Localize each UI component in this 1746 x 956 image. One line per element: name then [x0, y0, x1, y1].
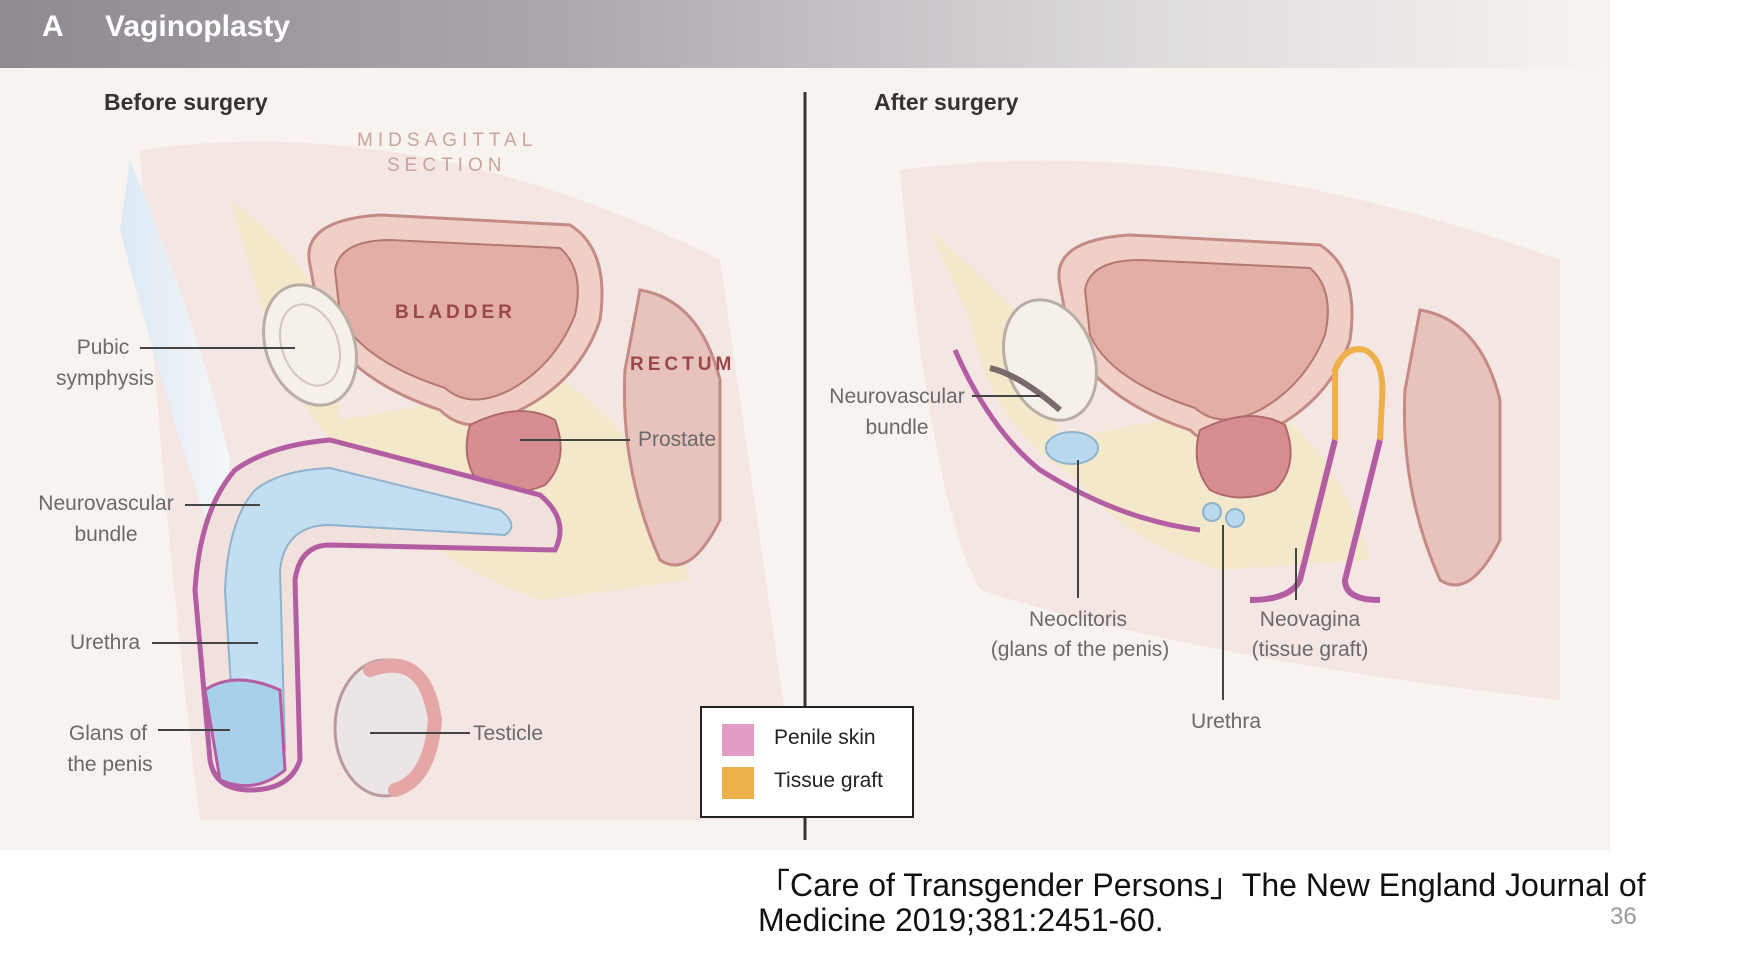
- panel-title: Vaginoplasty: [105, 10, 291, 43]
- prostate-after: [1195, 415, 1292, 499]
- urethra-opening: [1202, 502, 1222, 522]
- prostate-label: Prostate: [638, 428, 717, 451]
- glans-label-line1: Glans of: [68, 722, 148, 745]
- neovagina-tissue-graft: [1332, 346, 1386, 441]
- testicle-label: Testicle: [473, 722, 544, 745]
- bladder-label: BLADDER: [395, 302, 516, 323]
- before-anatomy: [120, 141, 800, 820]
- glans: [203, 678, 287, 788]
- legend-label: Tissue graft: [774, 769, 883, 792]
- urethra-label: Urethra: [69, 631, 141, 654]
- neovagina-skin-front: [1249, 439, 1338, 603]
- leader-lines: [140, 347, 1297, 734]
- neoclitoris: [1045, 431, 1099, 465]
- anatomy-illustration: [120, 92, 1560, 840]
- penile-skin-swatch: [722, 724, 754, 756]
- before-heading: Before surgery: [104, 89, 268, 115]
- after-neurovascular-label-line2: bundle: [865, 416, 929, 439]
- neurovascular-bundle-after: [989, 365, 1062, 413]
- citation-line1: 「Care of Transgender Persons」The New Eng…: [758, 867, 1646, 903]
- pubic-symphysis: [262, 283, 358, 407]
- citation: 「Care of Transgender Persons」The New Eng…: [758, 868, 1646, 938]
- neovagina-skin-back: [1341, 439, 1383, 603]
- rectum-label: RECTUM: [630, 354, 736, 375]
- neovagina-label-line1: Neovagina: [1259, 608, 1361, 631]
- after-urethra-label: Urethra: [1190, 710, 1262, 733]
- neurovascular-bundle-label-line1: Neurovascular: [38, 492, 174, 515]
- bladder-lumen: [333, 238, 579, 401]
- neovagina-label-line2: (tissue graft): [1251, 638, 1369, 661]
- citation-line2: Medicine 2019;381:2451-60.: [758, 902, 1164, 938]
- prostate: [465, 410, 562, 494]
- section-label-line2: SECTION: [387, 155, 507, 176]
- rectum-after: [1402, 308, 1502, 587]
- abdominal-wall: [120, 160, 230, 560]
- pubic-symphysis-label-line2: symphysis: [55, 367, 155, 390]
- penile-skin-vulva: [952, 348, 1201, 533]
- section-label-line1: MIDSAGITTAL: [357, 130, 538, 151]
- glans-label-line2: the penis: [67, 753, 153, 776]
- after-neurovascular-label-line1: Neurovascular: [829, 385, 965, 408]
- panel-letter: A: [42, 10, 64, 43]
- pubic-symphysis-label-line1: Pubic: [76, 336, 130, 359]
- tissue-graft-swatch: [722, 767, 754, 799]
- epididymis: [363, 658, 443, 797]
- panel-header: A Vaginoplasty: [0, 0, 1610, 68]
- neoclitoris-label-line2: (glans of the penis): [990, 638, 1170, 661]
- after-anatomy: [900, 160, 1560, 700]
- legend-label: Penile skin: [774, 726, 876, 749]
- rectum: [622, 288, 722, 567]
- page-number: 36: [1610, 903, 1637, 930]
- neurovascular-bundle-label-line2: bundle: [74, 523, 138, 546]
- legend: Penile skin Tissue graft: [700, 706, 914, 818]
- figure: A Vaginoplasty: [0, 0, 1610, 850]
- neoclitoris-label-line1: Neoclitoris: [1028, 608, 1128, 631]
- after-heading: After surgery: [874, 89, 1019, 115]
